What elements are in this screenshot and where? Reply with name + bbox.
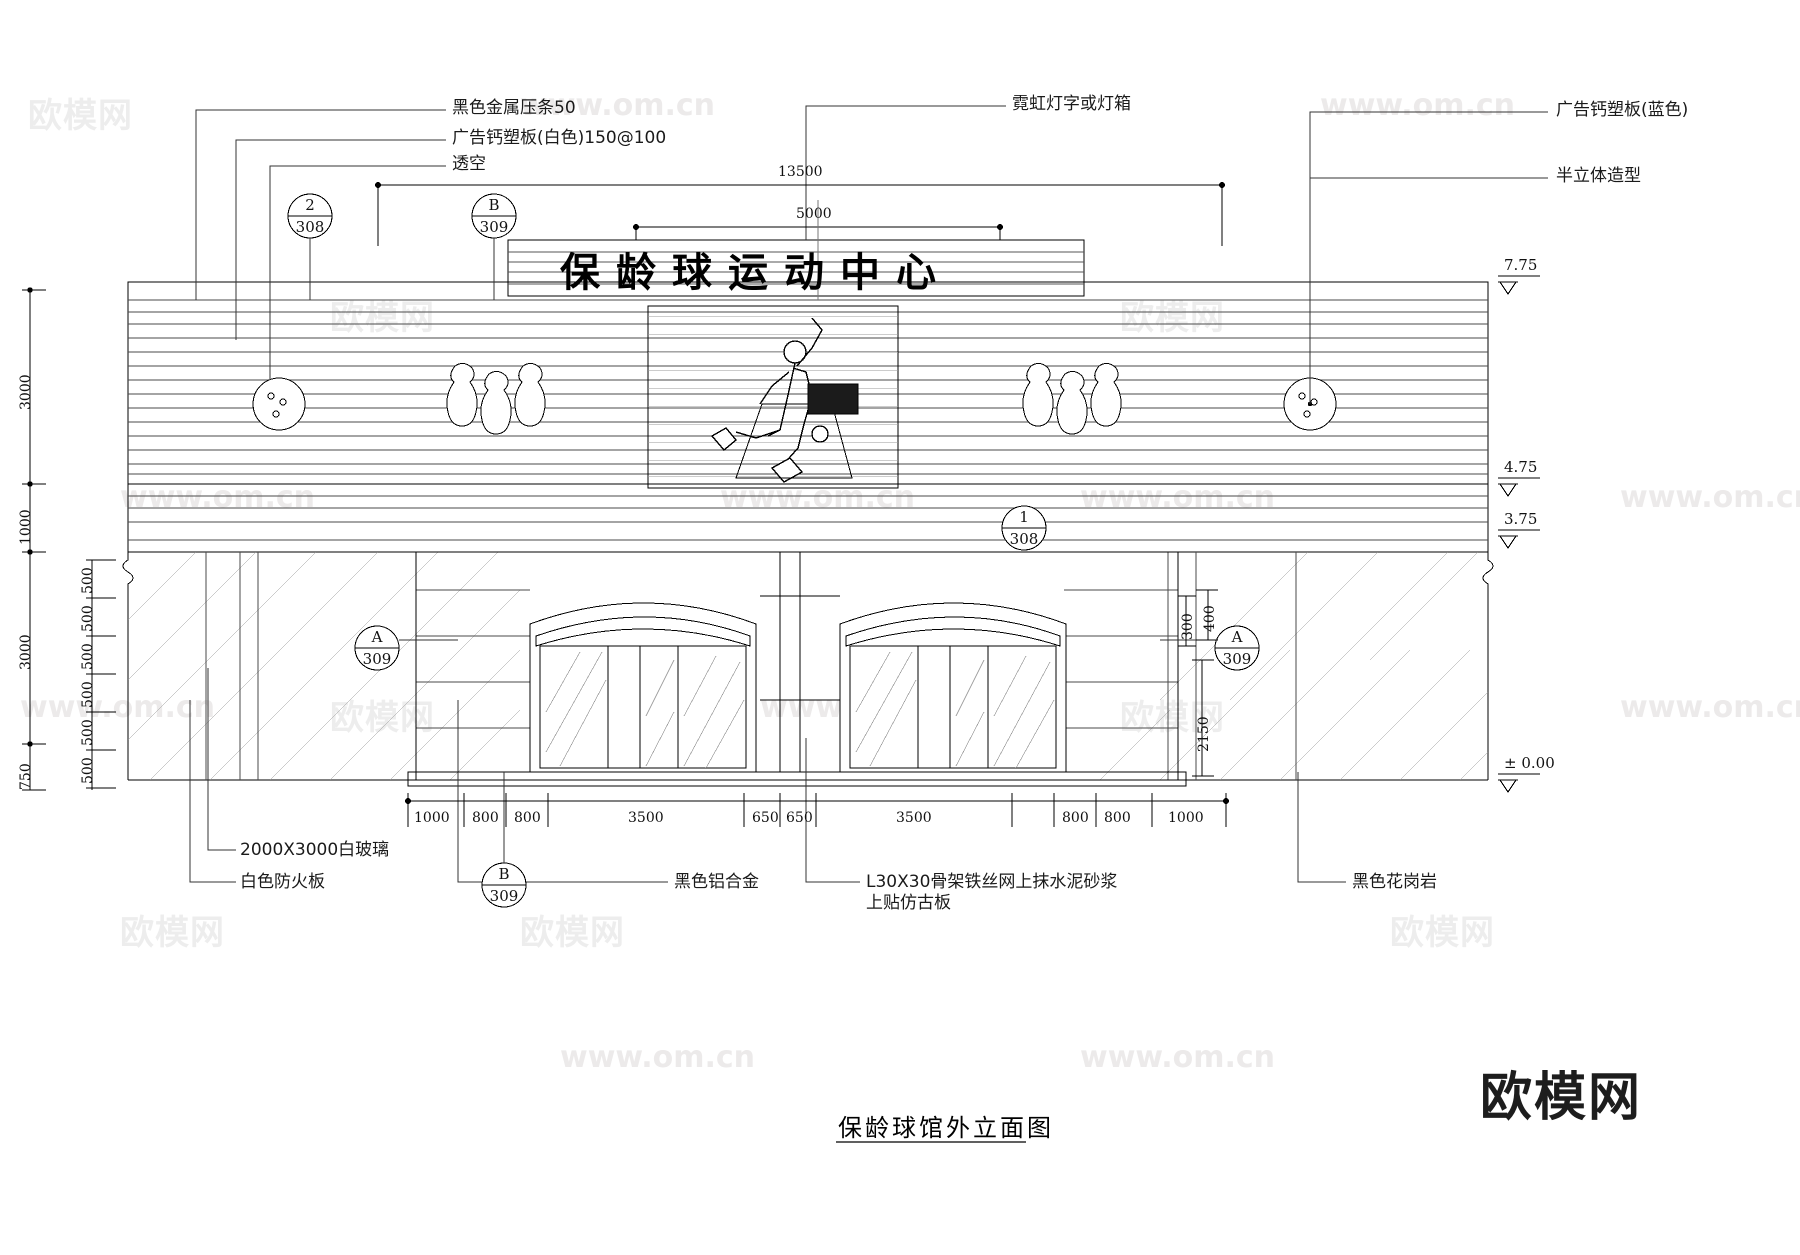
bowler-relief-panel [647, 305, 899, 489]
dim-bottom-2: 800 [472, 810, 499, 826]
bowler-figure [710, 317, 829, 483]
sign-board-panel [507, 239, 1085, 297]
door-bay-right [839, 602, 1067, 773]
dimension-right-inner [1178, 589, 1218, 777]
dim-bottom-7: 3500 [896, 810, 932, 826]
dim-bottom-6: 650 [786, 810, 813, 826]
leader-lines-bottom-right [1297, 772, 1346, 883]
elevation-value-3-75: 3.75 [1504, 510, 1538, 528]
elevation-value-0-00: ± 0.00 [1504, 754, 1555, 772]
glass-hatch-left [545, 651, 745, 769]
center-mullion [760, 552, 840, 772]
watermark-logo: 欧模网 [1480, 1068, 1643, 1128]
leader-lines-top-right [1309, 111, 1548, 404]
bubble-b-309-top-lower[interactable]: 309 [479, 218, 509, 236]
relief-panel-stipple [648, 315, 898, 477]
dimension-top-sign [633, 200, 1003, 300]
dim-bottom-5: 650 [752, 810, 779, 826]
bubble-b-309-top-upper[interactable]: B [488, 196, 500, 214]
leader-lines-top-center [805, 105, 1006, 240]
bubble-a-309-left-lower[interactable]: 309 [362, 650, 392, 668]
dim-top-overall: 13500 [778, 164, 823, 180]
bowling-ball-left [252, 377, 306, 431]
bubble-b-309-bottom-lower[interactable]: 309 [489, 887, 519, 905]
annotation-black-aluminium-alloy: 黑色铝合金 [674, 872, 759, 892]
sign-board-slats [508, 251, 1084, 285]
watermark-cn-1: 欧模网 [28, 96, 133, 136]
annotation-open-void: 透空 [452, 154, 486, 174]
bubble-a-309-right-upper[interactable]: A [1231, 628, 1243, 646]
bubble-a-309-left-upper[interactable]: A [371, 628, 383, 646]
door-bay-left [529, 602, 757, 773]
entrance-plinth [407, 771, 1187, 787]
dim-bottom-8: 800 [1062, 810, 1089, 826]
sign-text: 保龄球运动中心 [560, 250, 952, 296]
upper-band-slats [128, 299, 1488, 475]
watermark-cn-2: 欧模网 [330, 298, 435, 338]
entrance-recess [415, 551, 1179, 781]
dimension-left-outer [22, 287, 46, 791]
dim-bottom-1: 1000 [414, 810, 450, 826]
watermark-cn-4: 欧模网 [330, 698, 435, 738]
dim-bottom-10: 1000 [1168, 810, 1204, 826]
annotation-neon-sign-or-lightbox: 霓虹灯字或灯箱 [1012, 94, 1131, 114]
dimension-bottom-chain [405, 793, 1229, 827]
annotation-black-metal-batten: 黑色金属压条50 [452, 98, 576, 118]
dim-bottom-9: 800 [1104, 810, 1131, 826]
bubble-a-309-right-lower[interactable]: 309 [1222, 650, 1252, 668]
leader-lines-bottom-left [189, 668, 236, 883]
elevation-value-7-75: 7.75 [1504, 256, 1538, 274]
dimension-left-inner [86, 559, 116, 790]
bowling-pins-left [446, 362, 546, 435]
dim-top-sign: 5000 [796, 206, 832, 222]
glass-hatch-right [855, 651, 1055, 769]
bubble-2-308-top[interactable]: 2 [305, 196, 315, 214]
annotation-wire-mesh-mortar-antique-board: L30X30骨架铁丝网上抹水泥砂浆 上贴仿古板 [866, 872, 1118, 914]
annotation-black-granite: 黑色花岗岩 [1352, 872, 1437, 892]
annotation-half-relief-form: 半立体造型 [1556, 166, 1641, 186]
drawing-title: 保龄球馆外立面图 [838, 1114, 1054, 1142]
annotation-white-glass: 2000X3000白玻璃 [240, 840, 390, 860]
bubble-2-308-bottom[interactable]: 308 [295, 218, 325, 236]
stone-joints [205, 552, 1297, 780]
dim-bottom-3: 800 [514, 810, 541, 826]
elevation-value-4-75: 4.75 [1504, 458, 1538, 476]
elevation-markers [1498, 275, 1540, 793]
watermark-cn-5: 欧模网 [1120, 698, 1225, 738]
bubble-1-308-lower[interactable]: 308 [1009, 530, 1039, 548]
bubble-b-309-bottom-upper[interactable]: B [498, 865, 510, 883]
dim-bottom-4: 3500 [628, 810, 664, 826]
annotation-ad-calcium-board-blue: 广告钙塑板(蓝色) [1556, 100, 1689, 120]
bubble-1-308-upper[interactable]: 1 [1019, 508, 1029, 526]
left-break-line [122, 552, 134, 780]
annotation-white-fireproof-board: 白色防火板 [240, 872, 325, 892]
bowling-pins-right [1022, 362, 1122, 435]
bowler-lane-graphic [735, 383, 859, 479]
watermark-cn-3: 欧模网 [1120, 298, 1225, 338]
right-break-line [1482, 552, 1494, 780]
annotation-ad-calcium-board-white: 广告钙塑板(白色)150@100 [452, 128, 667, 148]
leader-lines-bottom-center [457, 700, 860, 883]
wall-courses [416, 589, 1178, 729]
leader-lines-top-left [195, 109, 446, 380]
dimension-top-overall [375, 182, 1225, 246]
detail-bubble-marks [287, 193, 1260, 908]
watermark-cn-7: 欧模网 [520, 913, 625, 953]
watermark-cn-6: 欧模网 [120, 913, 225, 953]
watermark-cn-8: 欧模网 [1390, 913, 1495, 953]
